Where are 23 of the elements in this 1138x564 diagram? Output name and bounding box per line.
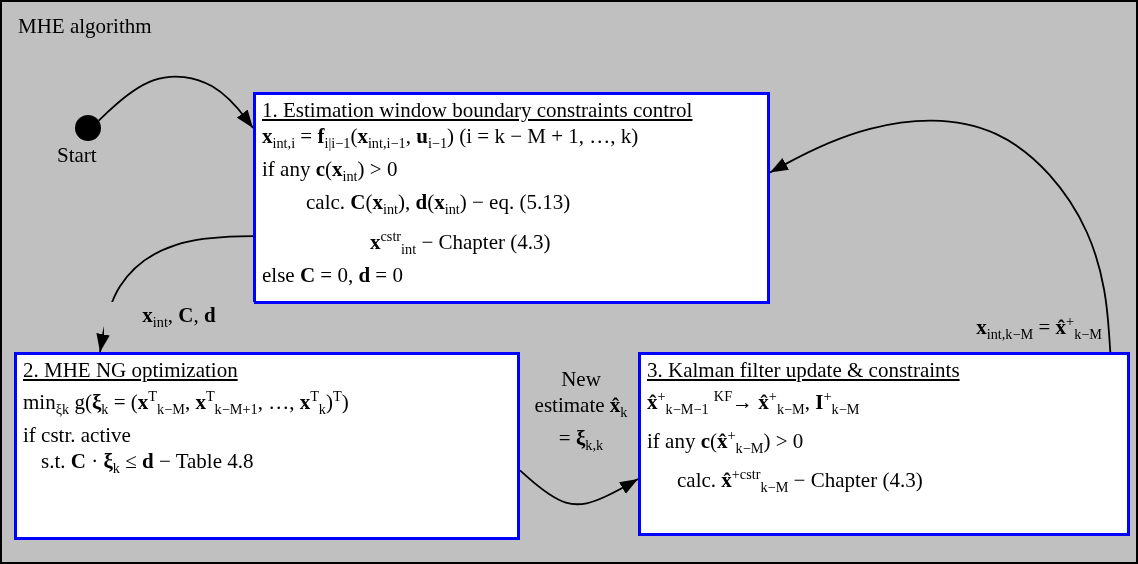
process-box — [14, 352, 520, 540]
formula-line: x$^{cstr}$$_{int}$ − Chapter (4.3) — [370, 226, 551, 259]
formula-line: if any c(x̂$^{+}$$_{k−M}$) > 0 — [647, 426, 804, 459]
process-box — [253, 92, 770, 304]
arrow — [97, 75, 254, 129]
start-label: Start — [57, 143, 97, 168]
formula-line: min$_{ξk}$ g(ξ$_{k}$ = (x$^{T}$$_{k−M}$, x$^{T}$$_{k−M+1}$, …, x$^{T}$$_{k}$)$^{T}$) — [23, 387, 349, 420]
arrow — [769, 119, 1112, 353]
formula-line: if any c(x$_{int}$) > 0 — [262, 156, 398, 187]
container-title: MHE algorithm — [18, 14, 152, 39]
process-box — [638, 352, 1130, 536]
formula-line: else C = 0, d = 0 — [262, 261, 403, 288]
box-heading: 3. Kalman filter update & constraints — [647, 357, 960, 383]
start-circle — [75, 115, 101, 141]
edge-label: x$_{int}$, C, d — [104, 302, 254, 336]
box-heading: 2. MHE NG optimization — [23, 357, 238, 383]
formula-line: calc. C(x$_{int}$), d(x$_{int}$) − eq. (5.13) — [306, 189, 571, 220]
box-heading: 1. Estimation window boundary constraints control — [262, 97, 693, 123]
formula-line: calc. x̂$^{+cstr}$$_{k−M}$ − Chapter (4.3) — [677, 465, 923, 498]
formula-line: if cstr. active — [23, 422, 131, 449]
formula-line: x$_{int,i}$ = f$_{i|i−1}$(x$_{int,i−1}$, u$_{i−1}$) (i = k − M + 1, …, k) — [262, 123, 639, 154]
arrow — [519, 469, 639, 506]
formula-line: s.t. C · ξ$_{k}$ ≤ d − Table 4.8 — [41, 448, 254, 479]
